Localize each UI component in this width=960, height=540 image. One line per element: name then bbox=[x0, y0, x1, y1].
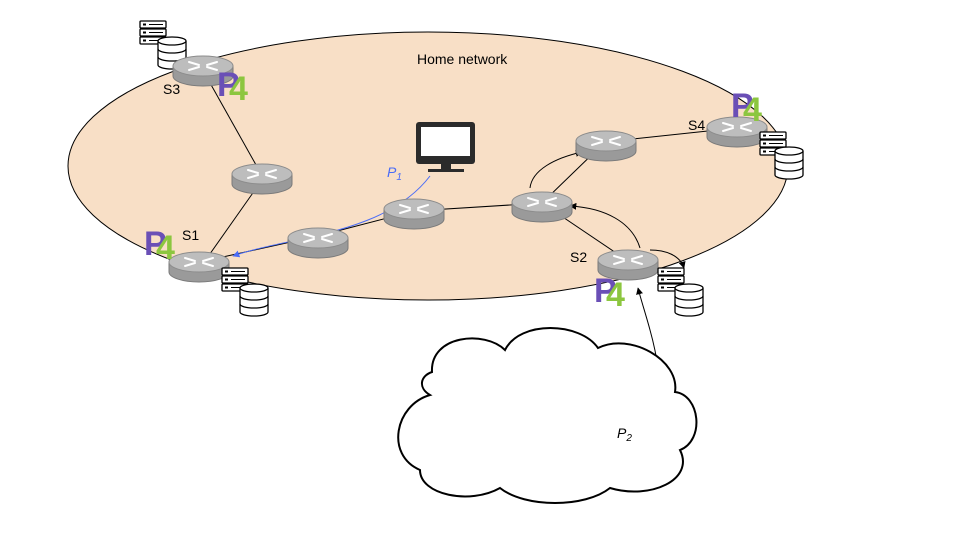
switch-s2-label: S2 bbox=[570, 249, 587, 265]
svg-text:4: 4 bbox=[156, 229, 175, 267]
router-icon bbox=[511, 191, 573, 223]
path-p1-label: P1 bbox=[387, 164, 402, 183]
router-icon bbox=[168, 251, 230, 283]
p2-r4-to-r5 bbox=[529, 149, 583, 189]
svg-text:P: P bbox=[594, 272, 617, 310]
svg-text:4: 4 bbox=[743, 91, 762, 129]
switch-s4-label: S4 bbox=[688, 117, 705, 133]
svg-text:4: 4 bbox=[229, 70, 248, 108]
switch-s1-label: S1 bbox=[182, 227, 199, 243]
p4-logo-icon: P 4 bbox=[594, 272, 625, 314]
database-icon bbox=[239, 283, 269, 317]
svg-text:4: 4 bbox=[606, 276, 625, 314]
home-network-title: Home network bbox=[417, 51, 508, 67]
svg-text:P: P bbox=[731, 87, 754, 125]
p4-logo-icon: P 4 bbox=[217, 66, 248, 108]
path-p2-label: P2 bbox=[617, 425, 632, 444]
router-icon bbox=[287, 227, 349, 259]
switch-s1: S1 bbox=[168, 227, 269, 317]
switch-s2: S2 bbox=[570, 249, 704, 317]
p4-logo-icon: P 4 bbox=[731, 87, 762, 129]
database-icon bbox=[774, 146, 804, 180]
p2-s2-to-r4 bbox=[569, 202, 641, 249]
switch-s3: S3 bbox=[139, 20, 234, 97]
monitor-icon bbox=[416, 122, 475, 172]
database-icon bbox=[674, 283, 704, 317]
p2-s2-loop bbox=[649, 249, 686, 269]
link-s3-r1 bbox=[204, 73, 261, 173]
cloud-icon bbox=[397, 327, 698, 504]
router-icon bbox=[383, 198, 445, 230]
svg-text:P: P bbox=[217, 66, 240, 104]
svg-text:P: P bbox=[144, 225, 167, 263]
switch-s4: S4 bbox=[688, 116, 804, 180]
p4-logo-icon: P 4 bbox=[144, 225, 175, 267]
router-icon bbox=[575, 130, 637, 162]
router-icon bbox=[231, 163, 293, 195]
switch-s3-label: S3 bbox=[163, 81, 180, 97]
